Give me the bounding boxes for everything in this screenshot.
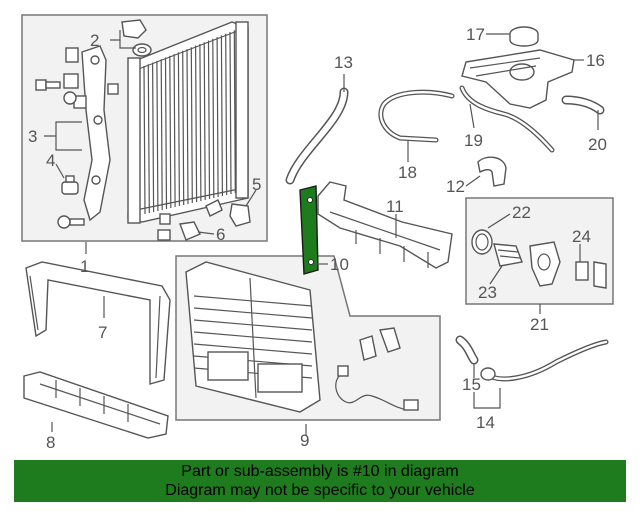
lower-hose-part-15[interactable]	[455, 335, 479, 365]
callout-18: 18	[398, 163, 417, 182]
callout-4: 4	[46, 151, 55, 170]
sensor-bracket-part-24[interactable]	[575, 261, 607, 289]
callout-3: 3	[28, 127, 37, 146]
callout-21: 21	[530, 315, 549, 334]
radiator-mount-part-2[interactable]	[121, 19, 152, 57]
callout-5: 5	[252, 175, 261, 194]
lower-bolt-fastener[interactable]	[57, 215, 85, 229]
callout-2: 2	[90, 31, 99, 50]
leader-lines	[44, 30, 599, 436]
air-deflector-part-8[interactable]	[23, 371, 169, 439]
callout-10: 10	[330, 255, 349, 274]
drain-cap-part-4[interactable]	[61, 175, 79, 195]
callout-labels: 1 2 3 4 5 6 7 8 9 10 11 12 13 14 15 16 1…	[28, 25, 607, 452]
callout-8: 8	[46, 433, 55, 452]
info-banner: Part or sub-assembly is #10 in diagram D…	[14, 460, 626, 502]
sensor-part-5[interactable]	[205, 199, 251, 227]
callout-1: 1	[80, 257, 89, 276]
coolant-pipe-part-14[interactable]	[480, 339, 609, 382]
callout-23: 23	[478, 283, 497, 302]
radiator-side-bracket[interactable]	[63, 45, 111, 222]
highlighted-bracket-part-10[interactable]	[299, 185, 319, 275]
upper-hose-part-13[interactable]	[285, 87, 349, 185]
thermostat-housing[interactable]	[529, 241, 561, 287]
upper-deflector-part-11[interactable]	[317, 181, 453, 269]
radiator-seal-part-7[interactable]	[25, 261, 171, 385]
callout-11: 11	[386, 197, 404, 216]
parts-diagram: 1 2 3 4 5 6 7 8 9 10 11 12 13 14 15 16 1…	[21, 14, 614, 452]
air-shutter-part-9[interactable]	[185, 261, 321, 413]
bolt-fastener[interactable]	[35, 79, 119, 105]
callout-22: 22	[512, 203, 531, 222]
callout-24: 24	[572, 227, 591, 246]
callout-14: 14	[476, 413, 495, 432]
callout-16: 16	[586, 51, 605, 70]
callout-19: 19	[464, 131, 483, 150]
callout-20: 20	[588, 135, 607, 154]
thermostat-seal-part-22[interactable]	[471, 229, 493, 255]
radiator-part[interactable]	[127, 21, 249, 224]
banner-line-disclaimer: Diagram may not be specific to your vehi…	[165, 482, 475, 499]
callout-6: 6	[216, 225, 225, 244]
coolant-reservoir-part-16[interactable]	[461, 49, 575, 109]
small-hose-part-20[interactable]	[561, 95, 605, 115]
elbow-hose-part-12[interactable]	[477, 156, 507, 187]
callout-9: 9	[300, 431, 309, 450]
shutter-actuator-harness[interactable]	[335, 327, 419, 411]
callout-7: 7	[98, 323, 107, 342]
vent-hose-part-19[interactable]	[459, 85, 555, 153]
banner-line-part-number: Part or sub-assembly is #10 in diagram	[181, 463, 459, 480]
drain-plug-part-6[interactable]	[157, 213, 201, 241]
reservoir-cap-part-17[interactable]	[509, 26, 539, 47]
callout-15: 15	[462, 375, 481, 394]
overflow-hose-part-18[interactable]	[378, 89, 455, 143]
callout-17: 17	[466, 25, 485, 44]
callout-13: 13	[334, 53, 353, 72]
thermostat-part-23[interactable]	[493, 243, 523, 267]
callout-12: 12	[446, 177, 465, 196]
